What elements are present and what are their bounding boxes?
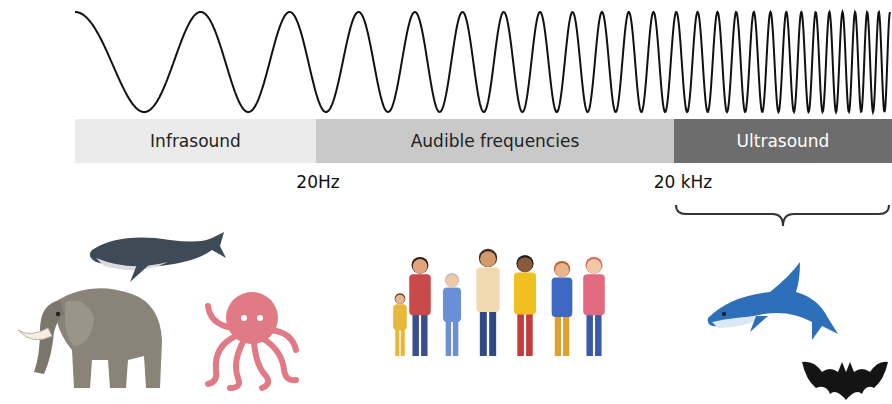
frequency-band: Ultrasound [674, 119, 892, 163]
person-part [595, 312, 601, 356]
people-group [393, 249, 605, 356]
person-part [445, 273, 459, 287]
bracket [676, 205, 889, 226]
band-label: Ultrasound [737, 131, 830, 151]
sound-wave [75, 12, 890, 112]
person-part [479, 249, 497, 267]
person-part [393, 304, 407, 330]
person-part [552, 278, 573, 317]
person-part [446, 319, 451, 356]
person-part [563, 314, 569, 356]
frequency-label: 20 kHz [654, 172, 713, 192]
person-part [516, 255, 533, 272]
person-part [555, 263, 569, 277]
person-part [421, 312, 427, 356]
bat-icon [802, 362, 888, 400]
person-part [453, 319, 458, 356]
person-part [395, 328, 399, 356]
frequency-band: Audible frequencies [316, 119, 674, 163]
person-part [583, 274, 605, 315]
band-label: Infrasound [150, 131, 241, 151]
frequency-label: 20Hz [296, 172, 339, 192]
person-part [480, 251, 496, 267]
person-part [586, 257, 603, 274]
person-part [518, 257, 533, 272]
person-part [413, 259, 428, 274]
person-part [587, 259, 602, 274]
person-part [443, 288, 461, 322]
whale-icon [90, 232, 226, 282]
person-part [401, 328, 405, 356]
person-part [446, 275, 458, 287]
band-label: Audible frequencies [411, 131, 580, 151]
elephant-icon [18, 288, 162, 388]
person-part [412, 257, 429, 274]
octopus-icon [208, 292, 296, 388]
frequency-band: Infrasound [75, 119, 316, 163]
person-part [476, 267, 499, 312]
person-part [526, 311, 533, 356]
person-part [586, 312, 592, 356]
person-part [555, 314, 561, 356]
dolphin-icon [708, 262, 838, 340]
person-part [489, 308, 496, 356]
person-part [395, 295, 404, 304]
person-part [412, 312, 418, 356]
person-part [517, 311, 524, 356]
person-part [480, 308, 487, 356]
person-part [395, 293, 406, 304]
person-part [409, 274, 431, 315]
person-part [514, 273, 536, 315]
person-part [554, 261, 570, 277]
